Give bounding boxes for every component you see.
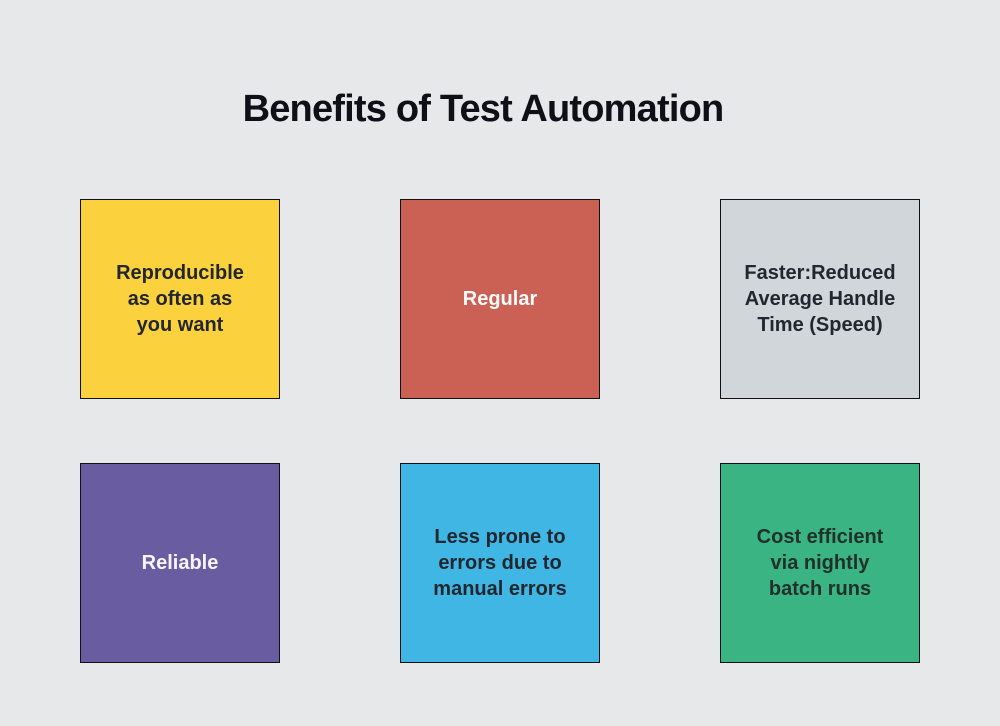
benefit-card-regular: Regular <box>400 199 600 399</box>
benefit-card-cost-efficient: Cost efficient via nightly batch runs <box>720 463 920 663</box>
benefit-card-faster: Faster:Reduced Average Handle Time (Spee… <box>720 199 920 399</box>
benefit-card-less-errors: Less prone to errors due to manual error… <box>400 463 600 663</box>
benefit-card-reliable: Reliable <box>80 463 280 663</box>
benefits-grid: Reproducible as often as you want Regula… <box>80 199 920 663</box>
benefit-card-reproducible: Reproducible as often as you want <box>80 199 280 399</box>
page-title: Benefits of Test Automation <box>242 88 725 131</box>
